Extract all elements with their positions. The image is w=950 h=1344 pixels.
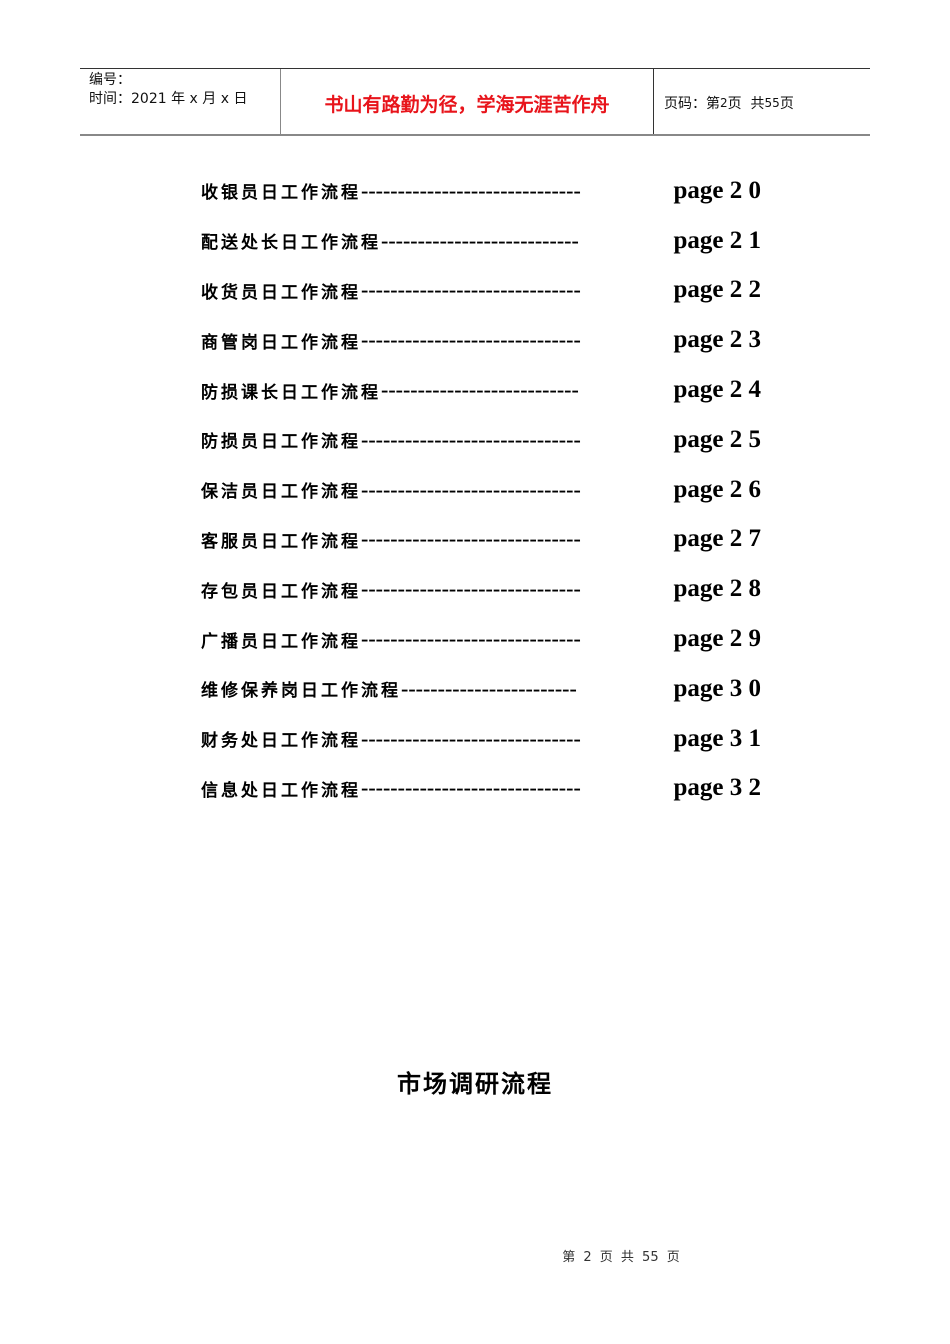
toc-entry[interactable]: 收银员日工作流程 ------------------------------ … <box>201 166 761 216</box>
toc-entry-title: 维修保养岗日工作流程 <box>201 681 401 702</box>
page-header: 编号： 时间：2021 年 x 月 x 日 书山有路勤为径，学海无涯苦作舟 页码… <box>80 68 870 136</box>
page-info-mid: 页 共 <box>727 95 765 112</box>
page-info-suffix: 页 <box>779 95 794 112</box>
toc-entry[interactable]: 收货员日工作流程 ------------------------------ … <box>201 266 761 316</box>
toc-entry[interactable]: 商管岗日工作流程 ------------------------------ … <box>201 315 761 365</box>
toc-entry-title: 收货员日工作流程 <box>201 282 361 303</box>
toc-entry-page: page 2 1 <box>673 226 762 254</box>
toc-entry-title: 存包员日工作流程 <box>201 581 361 602</box>
toc-entry-title: 广播员日工作流程 <box>201 631 361 652</box>
toc-entry[interactable]: 客服员日工作流程 ------------------------------ … <box>201 515 761 565</box>
toc-entry-page: page 2 3 <box>673 326 762 354</box>
toc-leader: ------------------------------ <box>361 775 581 801</box>
toc-entry-page: page 2 2 <box>673 276 762 304</box>
toc-entry[interactable]: 信息处日工作流程 ------------------------------ … <box>201 764 761 814</box>
toc-entry-title: 配送处长日工作流程 <box>201 233 381 254</box>
toc-entry-page: page 2 5 <box>673 425 762 453</box>
toc-entry[interactable]: 保洁员日工作流程 ------------------------------ … <box>201 465 761 515</box>
toc-entry-page: page 2 4 <box>673 376 762 404</box>
toc-entry-page: page 2 7 <box>673 525 762 553</box>
toc-leader: --------------------------- <box>381 227 579 253</box>
toc-entry[interactable]: 维修保养岗日工作流程 ------------------------ page… <box>201 664 761 714</box>
toc-entry-title: 防损课长日工作流程 <box>201 382 381 403</box>
number-label: 编号： <box>89 72 131 88</box>
toc-entry-title: 信息处日工作流程 <box>201 780 361 801</box>
header-motto: 书山有路勤为径，学海无涯苦作舟 <box>281 69 654 134</box>
toc-leader: ------------------------------ <box>361 725 581 751</box>
toc-leader: ------------------------------ <box>361 576 581 602</box>
section-heading: 市场调研流程 <box>397 1070 553 1098</box>
toc-entry-page: page 2 9 <box>673 625 762 653</box>
toc-leader: ------------------------ <box>401 675 577 701</box>
toc-leader: ------------------------------ <box>361 327 581 353</box>
toc-leader: ------------------------------ <box>361 277 581 303</box>
toc-entry[interactable]: 防损员日工作流程 ------------------------------ … <box>201 415 761 465</box>
toc-entry[interactable]: 防损课长日工作流程 --------------------------- pa… <box>201 365 761 415</box>
toc-leader: ------------------------------ <box>361 177 581 203</box>
table-of-contents: 收银员日工作流程 ------------------------------ … <box>201 166 761 813</box>
current-page: 2 <box>720 95 728 110</box>
toc-leader: ------------------------------ <box>361 476 581 502</box>
toc-entry-page: page 2 0 <box>673 176 762 204</box>
toc-entry-page: page 3 0 <box>673 674 762 702</box>
toc-entry-title: 财务处日工作流程 <box>201 731 361 752</box>
toc-entry-page: page 2 8 <box>673 575 762 603</box>
toc-leader: ------------------------------ <box>361 526 581 552</box>
page-footer: 第 2 页 共 55 页 <box>562 1250 680 1265</box>
total-pages: 55 <box>764 95 780 110</box>
page-info-prefix: 页码：第 <box>664 95 720 112</box>
toc-entry-title: 客服员日工作流程 <box>201 531 361 552</box>
toc-leader: --------------------------- <box>381 377 579 403</box>
toc-entry[interactable]: 配送处长日工作流程 --------------------------- pa… <box>201 216 761 266</box>
toc-entry-title: 保洁员日工作流程 <box>201 482 361 503</box>
toc-entry[interactable]: 存包员日工作流程 ------------------------------ … <box>201 564 761 614</box>
toc-entry[interactable]: 财务处日工作流程 ------------------------------ … <box>201 714 761 764</box>
time-label: 时间：2021 年 x 月 x 日 <box>89 91 248 107</box>
toc-entry-page: page 3 2 <box>673 774 762 802</box>
toc-entry-title: 防损员日工作流程 <box>201 432 361 453</box>
toc-entry-page: page 3 1 <box>673 724 762 752</box>
toc-entry[interactable]: 广播员日工作流程 ------------------------------ … <box>201 614 761 664</box>
header-page-info: 页码：第 2 页 共 55 页 <box>654 69 870 134</box>
toc-entry-title: 商管岗日工作流程 <box>201 332 361 353</box>
toc-entry-page: page 2 6 <box>673 475 762 503</box>
toc-leader: ------------------------------ <box>361 426 581 452</box>
toc-entry-title: 收银员日工作流程 <box>201 183 361 204</box>
toc-leader: ------------------------------ <box>361 626 581 652</box>
header-meta: 编号： 时间：2021 年 x 月 x 日 <box>80 69 281 134</box>
